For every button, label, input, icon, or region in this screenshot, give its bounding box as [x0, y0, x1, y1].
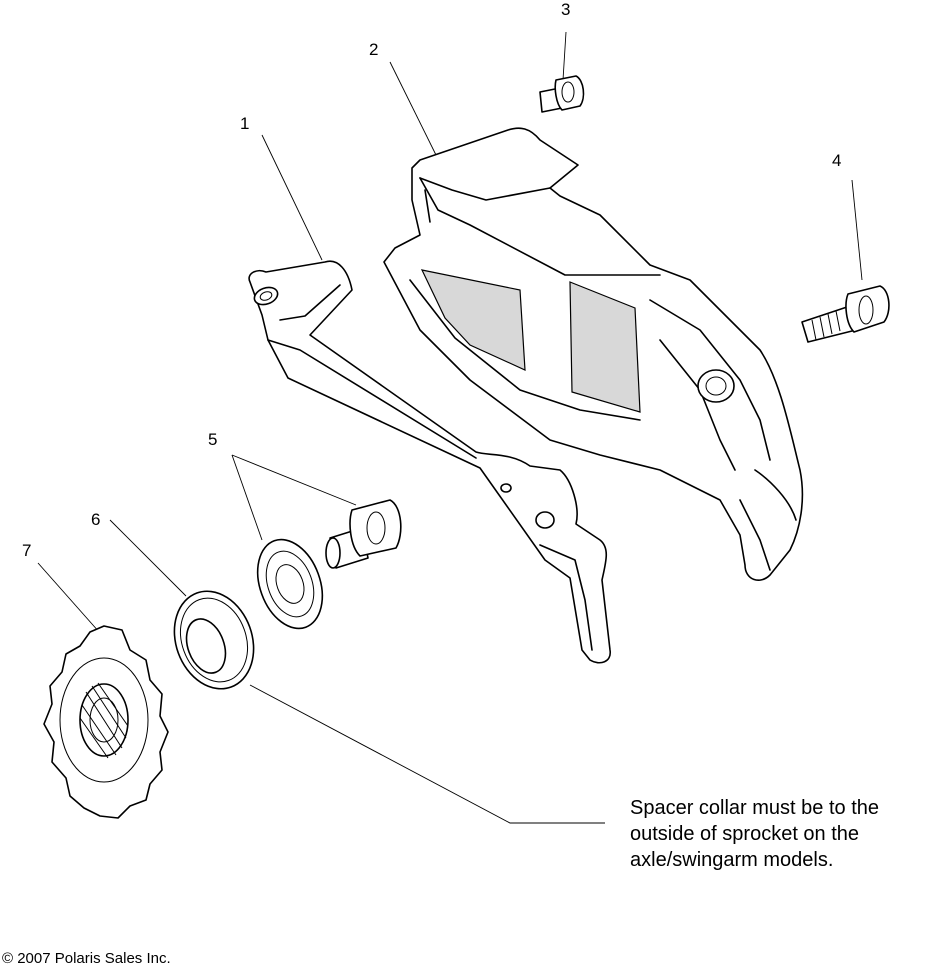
leader-1 — [261, 134, 323, 261]
callout-1: 1 — [240, 114, 250, 133]
callout-6: 6 — [91, 510, 101, 529]
leader-6 — [109, 519, 187, 597]
note-line-1: Spacer collar must be to the — [630, 797, 880, 819]
leader-5a — [231, 454, 357, 506]
washer-part-5 — [256, 538, 324, 630]
callout-2: 2 — [369, 40, 379, 59]
leader-2 — [389, 61, 437, 156]
bolt-part-4 — [801, 285, 890, 343]
callout-3: 3 — [561, 0, 571, 19]
bolt-part-3 — [539, 75, 585, 113]
leader-3 — [562, 31, 567, 81]
leader-7 — [37, 562, 101, 634]
bracket-part-1 — [248, 260, 611, 664]
callout-7: 7 — [22, 541, 32, 560]
sprocket-part-7 — [43, 625, 169, 819]
leader-note — [249, 684, 605, 824]
note-line-2: outside of sprocket on the — [630, 823, 860, 845]
leader-4 — [851, 179, 863, 281]
leader-5b — [231, 454, 263, 541]
note-line-3: axle/swingarm models. — [630, 849, 834, 871]
guard-part-2 — [383, 127, 804, 581]
copyright-text: © 2007 Polaris Sales Inc. — [2, 950, 171, 967]
leader-lines — [37, 31, 863, 824]
spacer-collar-note: Spacer collar must be to the outside of … — [630, 795, 879, 873]
callout-4: 4 — [832, 151, 842, 170]
bolt-part-5 — [325, 499, 402, 569]
spacer-part-6 — [173, 590, 255, 690]
callout-5: 5 — [208, 430, 218, 449]
